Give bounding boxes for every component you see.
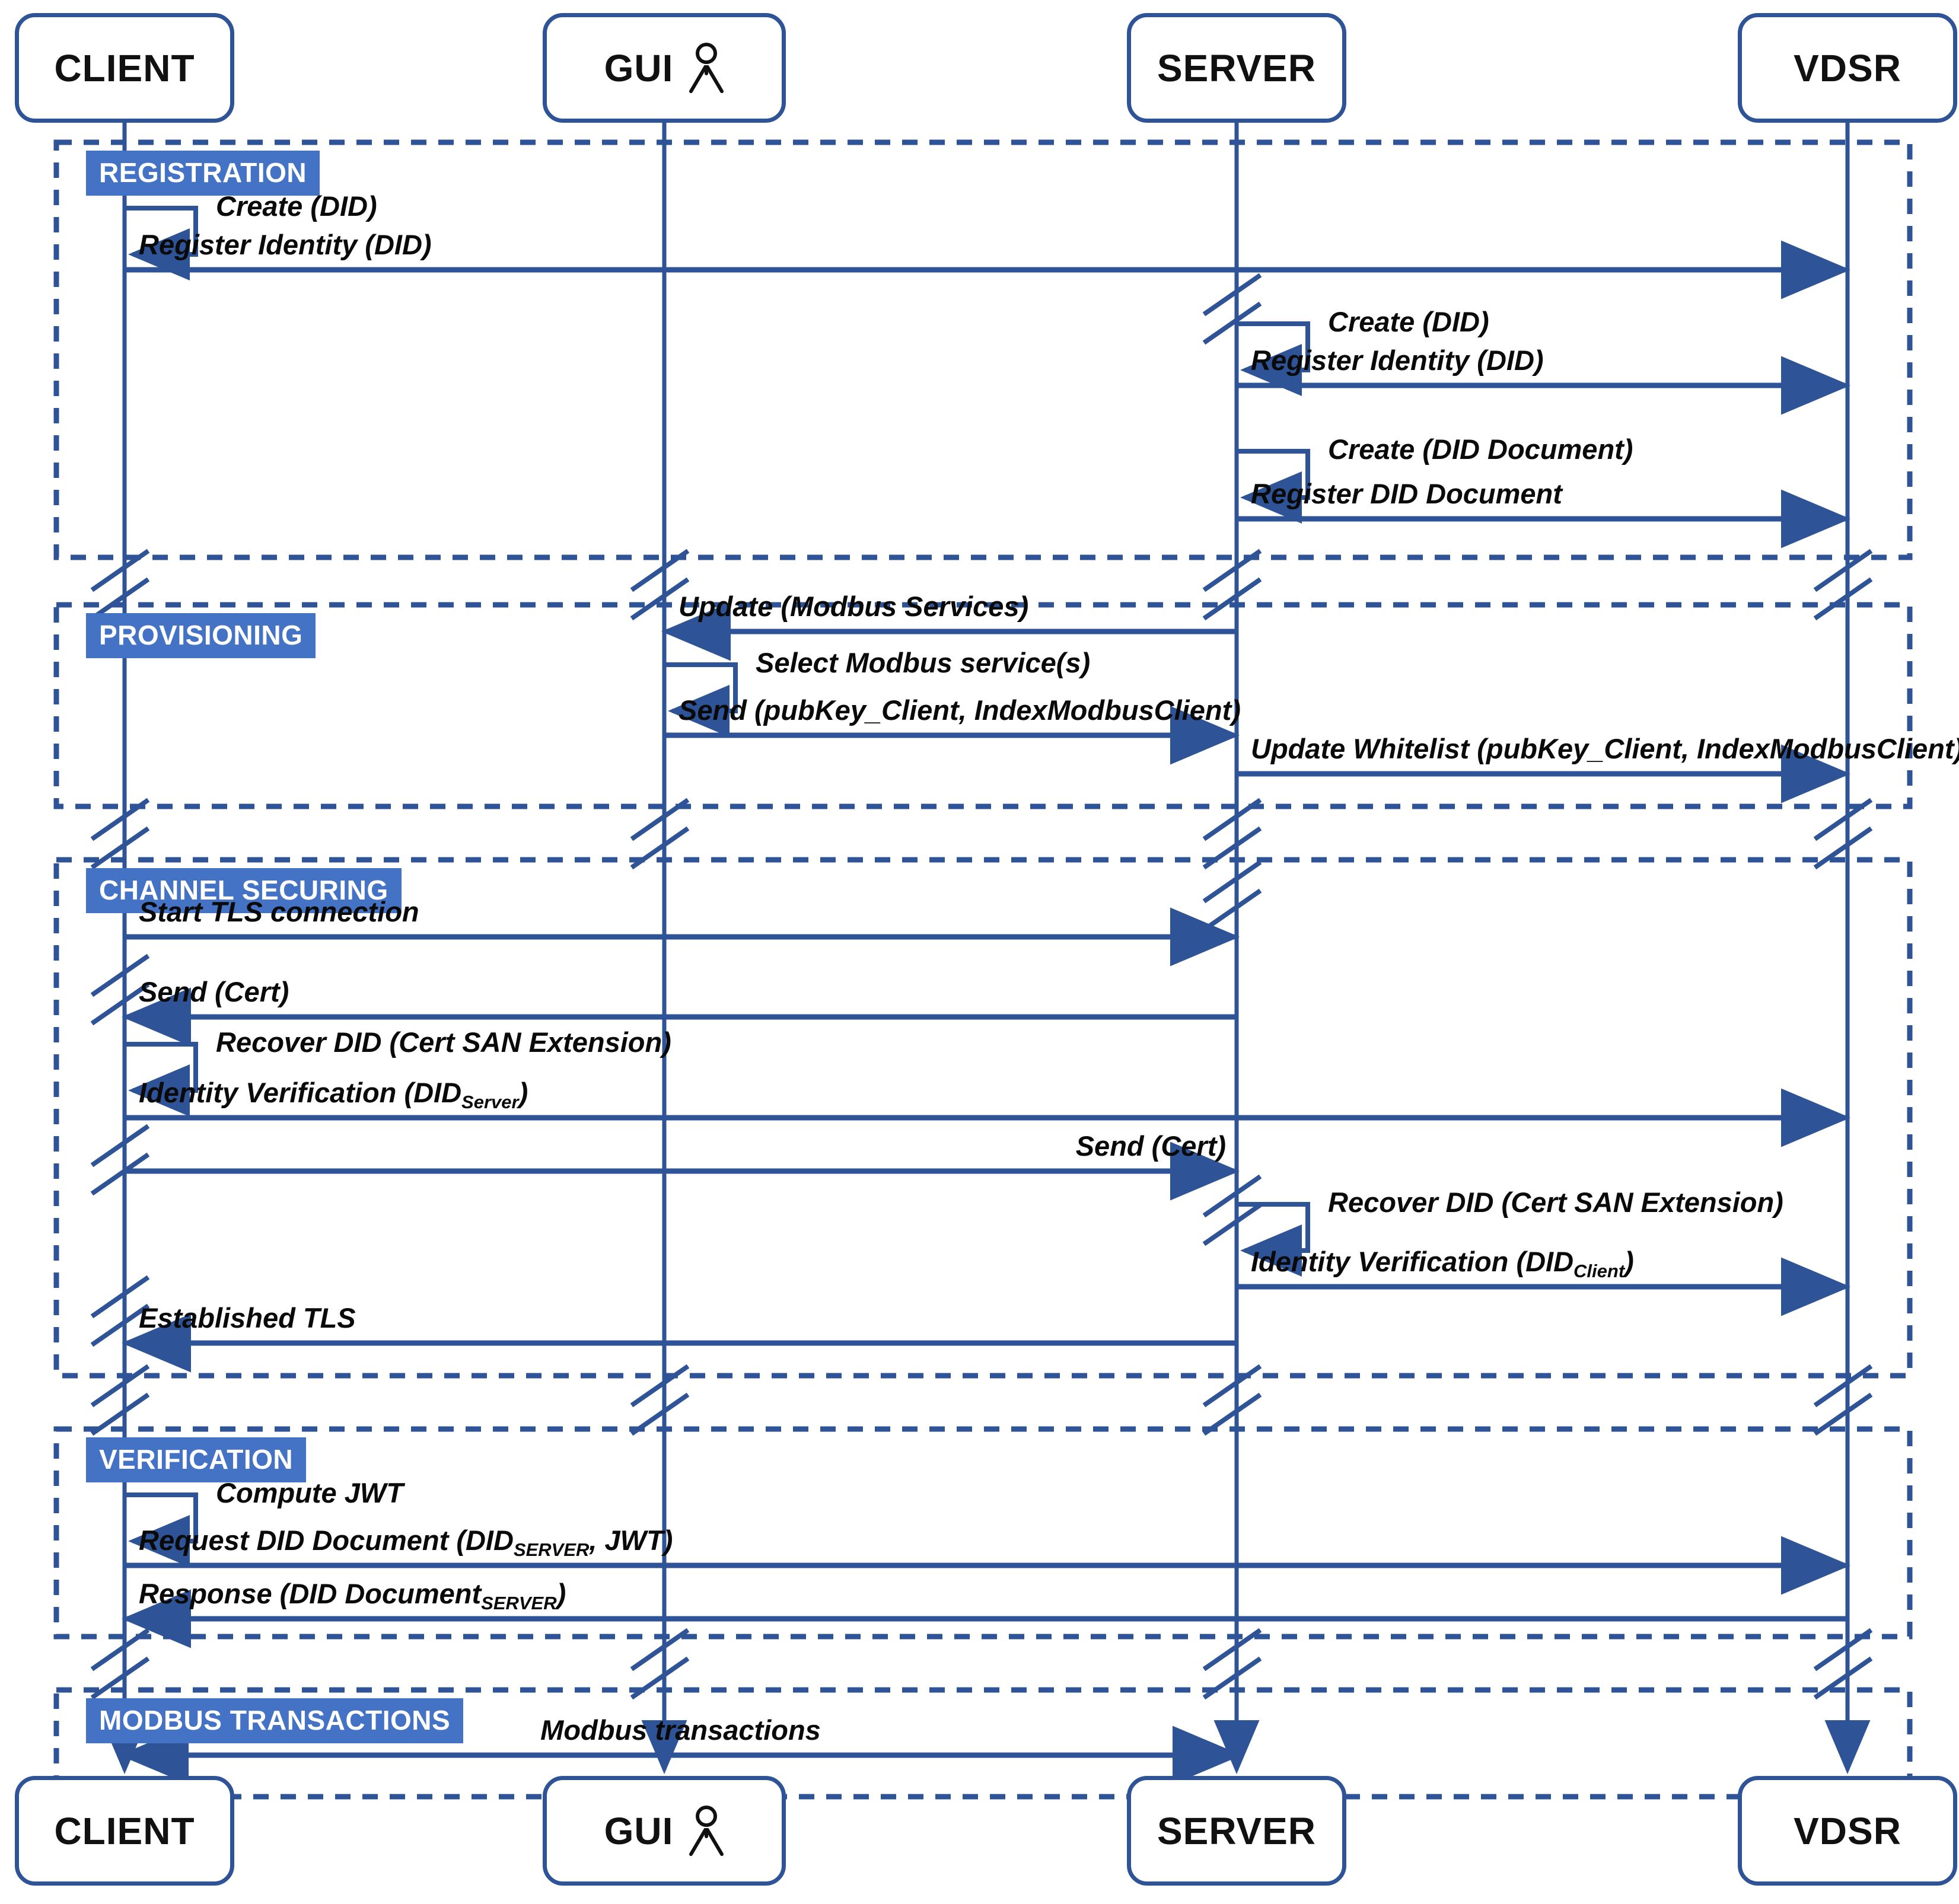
message-label-m02: Register Identity (DID) (139, 229, 432, 260)
lifeline-break-mark (1813, 798, 1873, 870)
message-label-m13: Recover DID (Cert SAN Extension) (216, 1026, 671, 1058)
self-message-m03[interactable] (1237, 321, 1310, 396)
actor-label-server: SERVER (1157, 46, 1317, 90)
actor-box-server-bottom[interactable]: SERVER (1127, 1776, 1346, 1886)
fragment-frame-registration (53, 139, 1913, 560)
message-label-m06: Register DID Document (1251, 478, 1562, 509)
actor-label-vdsr: VDSR (1794, 1809, 1901, 1852)
message-label-m16: Recover DID (Cert SAN Extension) (1328, 1187, 1783, 1218)
lifeline-break-mark (1202, 860, 1262, 932)
fragment-label-modbus_transactions[interactable]: MODBUS TRANSACTIONS (86, 1698, 464, 1743)
lifeline-break-mark (90, 798, 150, 870)
message-label-m21: Response (DID DocumentSERVER) (139, 1578, 566, 1613)
actor-box-server-top[interactable]: SERVER (1127, 13, 1346, 123)
lifeline-break-mark (1202, 1174, 1262, 1246)
fragment-frame-provisioning (53, 602, 1913, 809)
fragment-label-channel_securing[interactable]: CHANNEL SECURING (86, 868, 402, 913)
message-label-m15: Send (Cert) (1075, 1130, 1226, 1162)
self-message-m08[interactable] (664, 662, 738, 737)
fragment-frame-channel_securing (53, 857, 1913, 1379)
actor-box-gui-bottom[interactable]: GUI (543, 1776, 786, 1886)
self-message-m13[interactable] (125, 1042, 198, 1117)
actor-label-gui: GUI (604, 1809, 674, 1852)
lifeline-break-mark (1202, 273, 1262, 345)
actor-box-vdsr-bottom[interactable]: VDSR (1738, 1776, 1957, 1886)
lifeline-break-mark (630, 1364, 690, 1436)
message-label-m17: Identity Verification (DIDClient) (1251, 1246, 1634, 1281)
self-message-m01[interactable] (125, 206, 198, 280)
lifeline-break-mark (1202, 1628, 1262, 1700)
lifeline-break-mark (90, 1124, 150, 1196)
self-message-m16[interactable] (1237, 1202, 1310, 1277)
actor-box-client-top[interactable]: CLIENT (15, 13, 234, 123)
lifeline-break-mark (1202, 548, 1262, 621)
lifeline-break-mark (1813, 548, 1873, 621)
actor-box-vdsr-top[interactable]: VDSR (1738, 13, 1957, 123)
message-label-m01: Create (DID) (216, 190, 377, 222)
message-label-m12: Send (Cert) (139, 976, 289, 1007)
lifeline-break-mark (630, 798, 690, 870)
message-label-m19: Compute JWT (216, 1477, 403, 1508)
message-label-m07: Update (Modbus Services) (679, 591, 1029, 622)
lifeline-break-mark (90, 548, 150, 621)
self-message-m19[interactable] (125, 1492, 198, 1567)
actor-label-client: CLIENT (54, 46, 195, 90)
message-label-m11: Start TLS connection (139, 896, 419, 927)
lifeline-break-mark (630, 1628, 690, 1700)
lifeline-break-mark (1813, 1628, 1873, 1700)
fragment-label-registration[interactable]: REGISTRATION (86, 151, 320, 196)
actor-box-client-bottom[interactable]: CLIENT (15, 1776, 234, 1886)
message-label-m10: Update Whitelist (pubKey_Client, IndexMo… (1251, 733, 1959, 764)
self-message-m05[interactable] (1237, 449, 1310, 524)
person-icon (689, 1805, 724, 1857)
message-label-m20: Request DID Document (DIDSERVER, JWT) (139, 1525, 673, 1560)
lifeline-break-mark (630, 548, 690, 621)
message-label-m22: Modbus transactions (540, 1714, 821, 1746)
actor-label-client: CLIENT (54, 1809, 195, 1852)
message-label-m08: Select Modbus service(s) (756, 647, 1091, 678)
message-label-m09: Send (pubKey_Client, IndexModbusClient) (679, 694, 1241, 726)
actor-label-gui: GUI (604, 46, 674, 90)
fragment-label-provisioning[interactable]: PROVISIONING (86, 613, 316, 658)
actor-box-gui-top[interactable]: GUI (543, 13, 786, 123)
lifeline-break-mark (1202, 1364, 1262, 1436)
lifeline-break-mark (1813, 1364, 1873, 1436)
fragment-label-verification[interactable]: VERIFICATION (86, 1437, 307, 1482)
message-label-m18: Established TLS (139, 1302, 356, 1334)
person-icon (689, 42, 724, 94)
lifeline-break-mark (90, 1275, 150, 1347)
fragment-frame-verification (53, 1426, 1913, 1640)
message-label-m14: Identity Verification (DIDServer) (139, 1077, 528, 1112)
actor-label-vdsr: VDSR (1794, 46, 1901, 90)
actor-label-server: SERVER (1157, 1809, 1317, 1852)
lifeline-break-mark (90, 1364, 150, 1436)
message-label-m05: Create (DID Document) (1328, 433, 1633, 465)
message-label-m03: Create (DID) (1328, 306, 1489, 337)
message-label-m04: Register Identity (DID) (1251, 345, 1544, 376)
lifeline-break-mark (1202, 798, 1262, 870)
